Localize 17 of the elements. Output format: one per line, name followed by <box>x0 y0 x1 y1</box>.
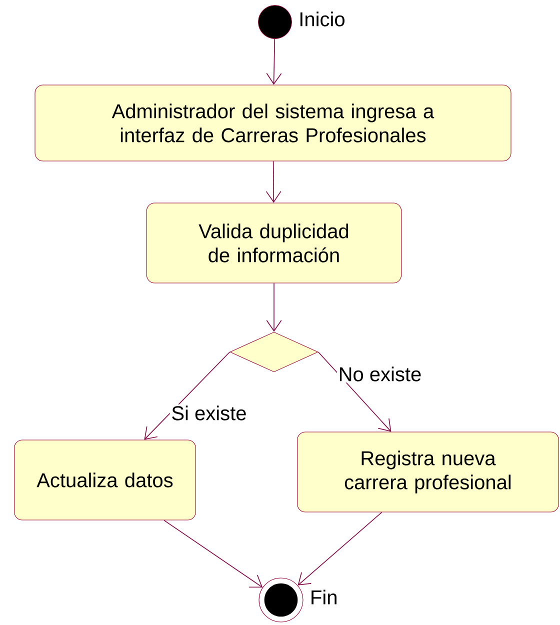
activity-box: Valida duplicidad de información <box>146 202 402 284</box>
arrow <box>266 38 282 85</box>
start-node <box>258 5 292 39</box>
node-label: Fin <box>312 590 336 604</box>
arrow <box>266 160 282 203</box>
arrow <box>298 512 382 586</box>
arrow <box>144 352 230 440</box>
activity-box: Registra nueva carrera profesional <box>297 432 559 512</box>
activity-box: Administrador del sistema ingresa a interfaz de Carreras Profesionales <box>34 84 512 162</box>
node-label: Inicio <box>300 12 344 26</box>
activity-box: Actualiza datos <box>14 440 196 520</box>
edge-label: No existe <box>336 365 423 383</box>
arrow <box>266 282 282 332</box>
arrow <box>164 520 263 588</box>
edge-label: Si existe <box>170 404 248 422</box>
end-node <box>258 578 304 622</box>
arrow <box>318 352 392 432</box>
